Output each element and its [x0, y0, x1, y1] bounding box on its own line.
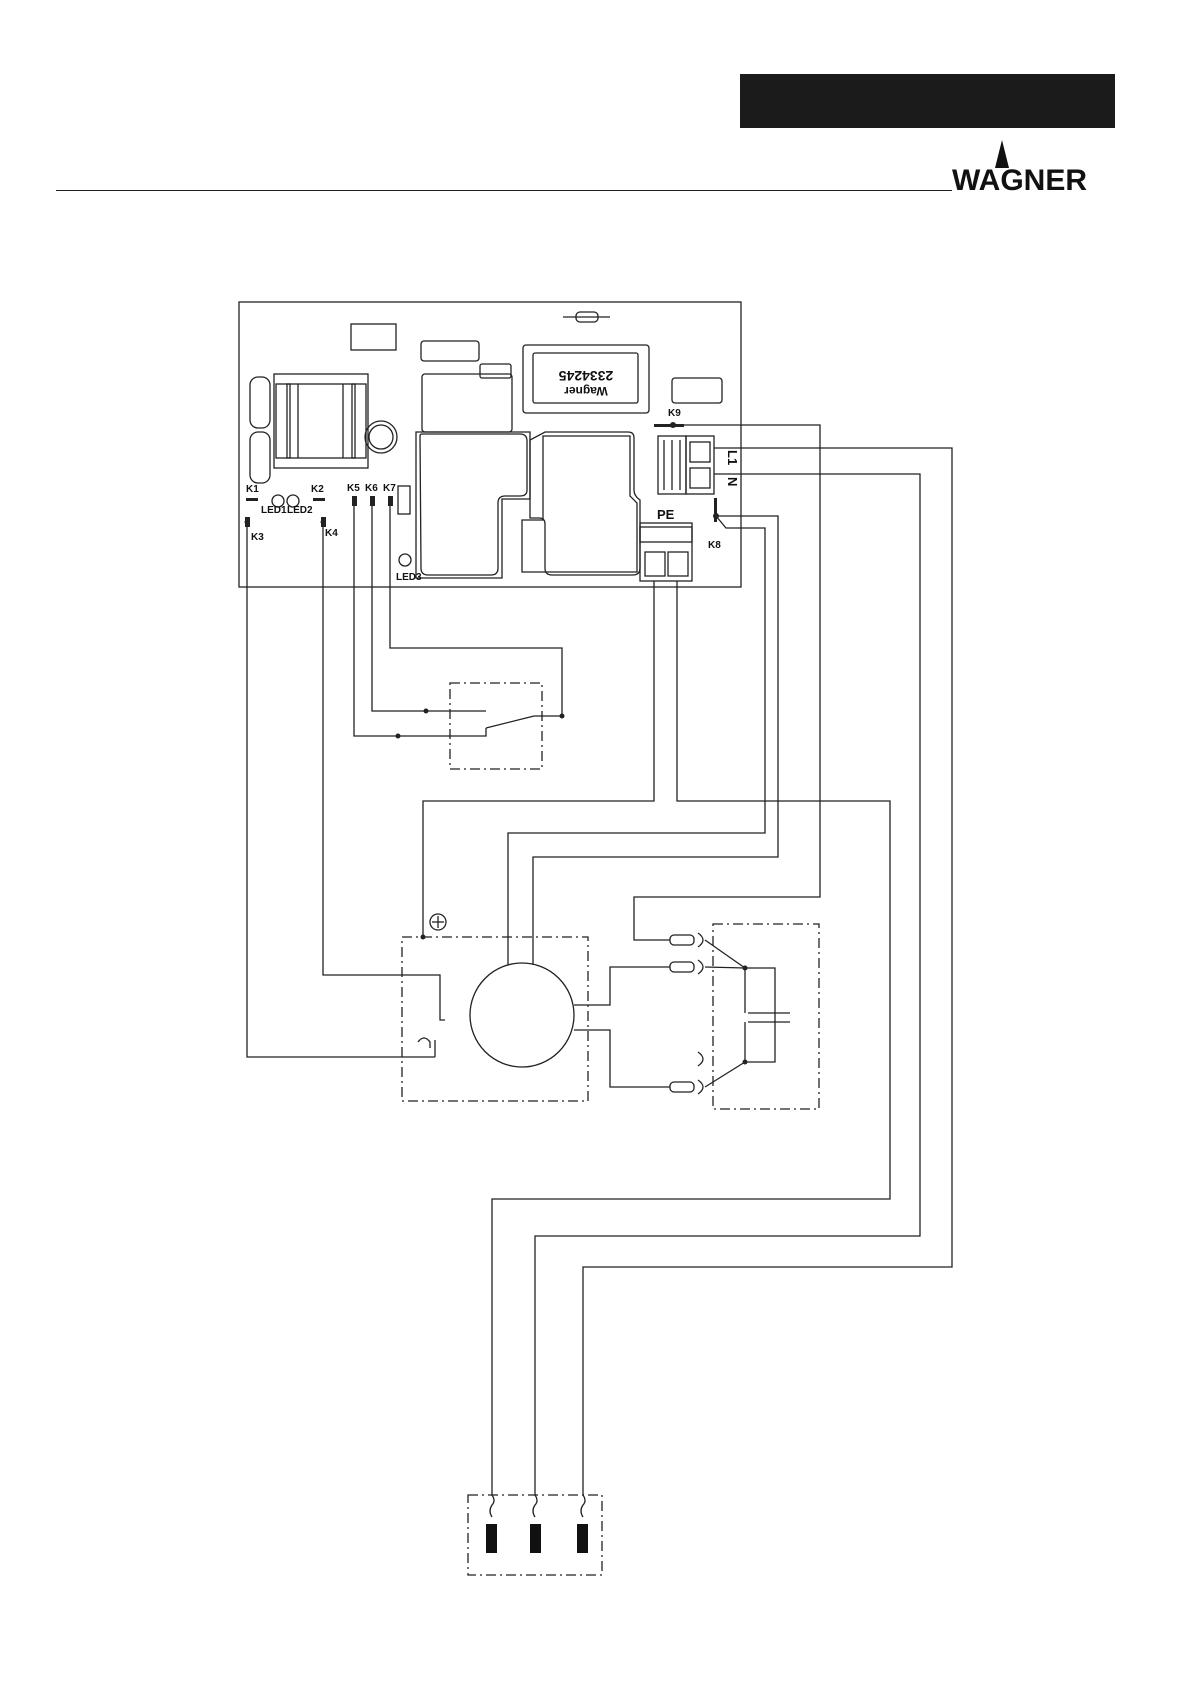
- plug-connector: [670, 935, 694, 945]
- label-k8: K8: [708, 540, 721, 551]
- label-k1: K1: [246, 484, 259, 495]
- plug-connector: [670, 962, 694, 972]
- terminal-screw: [645, 552, 665, 576]
- wire-k5: [354, 506, 398, 736]
- relay-outline: [522, 436, 637, 572]
- thermal-switch: [440, 1000, 445, 1020]
- motor-housing: [402, 937, 588, 1101]
- pe-terminal-top: [640, 527, 692, 542]
- switch-wire: [398, 728, 486, 736]
- switch-contact: [486, 716, 534, 728]
- terminal-screw: [690, 468, 710, 488]
- relay-outline: [420, 434, 527, 575]
- socket: [698, 1080, 703, 1094]
- relay-block: [422, 374, 512, 432]
- circuit-board: [239, 302, 741, 587]
- socket: [698, 1052, 703, 1066]
- board-component: [351, 324, 396, 350]
- label-part-number: 2334245: [559, 368, 614, 384]
- cap-wire: [705, 940, 745, 968]
- label-k6: K6: [365, 483, 378, 494]
- wire: [634, 425, 820, 940]
- transformer-core: [287, 384, 355, 458]
- wire-k6: [372, 506, 426, 711]
- cap-wire: [705, 967, 775, 1062]
- socket: [698, 933, 703, 947]
- wire-n: [535, 474, 920, 1495]
- led-3: [399, 554, 411, 566]
- transformer-winding: [352, 384, 366, 458]
- label-led1: LED1: [261, 505, 287, 516]
- label-k9: K9: [668, 408, 681, 419]
- plug-pins: [486, 1524, 588, 1553]
- label-n: N: [725, 477, 740, 486]
- label-maker: Wagner: [564, 384, 608, 398]
- plug-connector: [670, 1082, 694, 1092]
- fuse: [250, 377, 270, 428]
- capacitor-box: [713, 924, 819, 1109]
- socket: [698, 960, 703, 974]
- wire-pe: [423, 581, 654, 937]
- label-k5: K5: [347, 483, 360, 494]
- board-component: [672, 378, 722, 403]
- label-k2: K2: [311, 484, 324, 495]
- label-k7: K7: [383, 483, 396, 494]
- thermal-switch-icon: [418, 1038, 430, 1048]
- electrolytic-capacitor: [365, 421, 397, 453]
- label-led2: LED2: [287, 505, 313, 516]
- label-led3: LED3: [396, 572, 422, 583]
- transformer: [274, 374, 368, 468]
- motor: [470, 963, 574, 1067]
- board-component: [421, 341, 479, 361]
- cap-wire: [705, 1062, 745, 1087]
- relay-outline: [530, 432, 640, 575]
- label-pe: PE: [657, 507, 675, 522]
- wire-pe: [492, 581, 890, 1495]
- jumper: [398, 486, 410, 514]
- terminal-screw: [668, 552, 688, 576]
- wire-k3: [247, 527, 435, 1057]
- relay-outline: [416, 432, 530, 578]
- wire-l1: [583, 448, 952, 1495]
- label-k4: K4: [325, 528, 338, 539]
- transformer-winding: [276, 384, 290, 458]
- fuse: [250, 432, 270, 483]
- label-k3: K3: [251, 532, 264, 543]
- label-l1: L1: [725, 450, 740, 465]
- board-component: [480, 364, 511, 378]
- terminal-screw: [690, 442, 710, 462]
